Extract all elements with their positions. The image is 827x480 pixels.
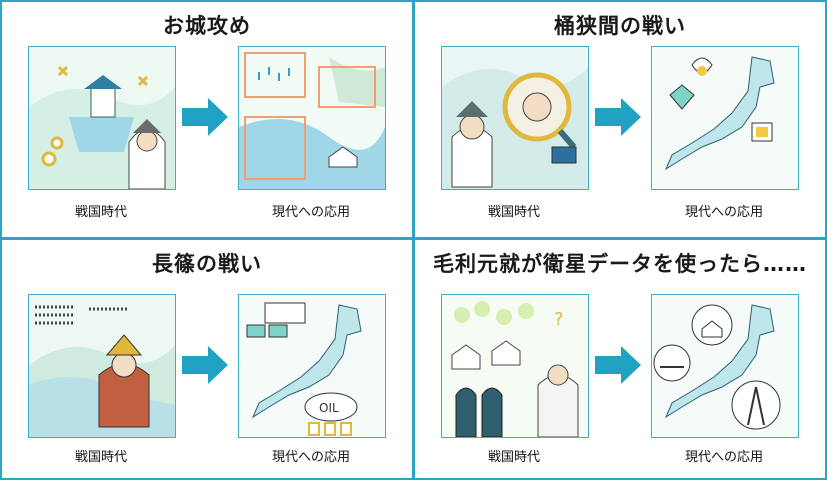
panel-title: 桶狭間の戦い [554, 14, 686, 38]
right-arrow-icon [182, 346, 228, 384]
left-caption: 戦国時代 [74, 205, 127, 220]
sengoku-illustration-ninja-village: ? [441, 294, 589, 438]
sengoku-illustration-battle-lines [28, 294, 176, 438]
right-arrow-icon [182, 98, 228, 136]
right-caption: 現代への応用 [684, 450, 763, 465]
right-arrow-icon [595, 98, 641, 136]
modern-illustration-japan-map [651, 46, 799, 190]
panel-nagashino: 長篠の戦い OIL [2, 240, 412, 478]
panel-title: お城攻め [163, 14, 251, 38]
oil-label: OIL [319, 401, 339, 415]
modern-illustration-oil-map: OIL [238, 294, 386, 438]
sengoku-illustration-magnifier [441, 46, 589, 190]
left-caption: 戦国時代 [487, 450, 540, 465]
panel-title: 毛利元就が衛星データを使ったら…… [433, 252, 807, 276]
panel-castle-siege: お城攻め [2, 2, 412, 237]
left-caption: 戦国時代 [74, 450, 127, 465]
right-caption: 現代への応用 [271, 205, 350, 220]
right-caption: 現代への応用 [684, 205, 763, 220]
left-caption: 戦国時代 [487, 205, 540, 220]
panel-okehazama: 桶狭間の戦い [415, 2, 825, 237]
question-mark-icon: ? [554, 309, 564, 330]
modern-illustration-japan-infrastructure [651, 294, 799, 438]
right-arrow-icon [595, 346, 641, 384]
right-caption: 現代への応用 [271, 450, 350, 465]
panel-mori-satellite: 毛利元就が衛星データを使ったら…… ? [415, 240, 825, 478]
sengoku-illustration-castle [28, 46, 176, 190]
panel-title: 長篠の戦い [152, 252, 262, 276]
modern-illustration-satellite-flood [238, 46, 386, 190]
